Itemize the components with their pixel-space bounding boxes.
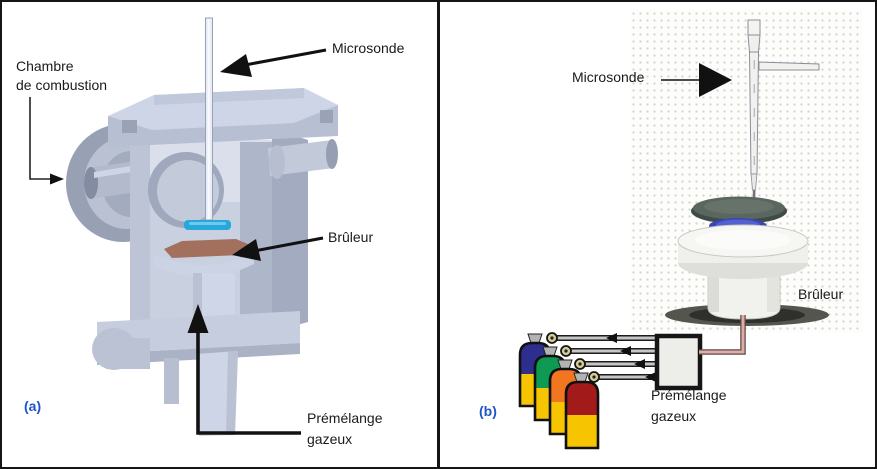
label-premix-b-line2: gazeux	[651, 408, 697, 424]
premix-box	[654, 333, 703, 391]
burner-pointer-line-a	[253, 236, 324, 253]
microprobe-arrowhead-b	[699, 63, 732, 97]
microprobe-pointer-line-a	[244, 48, 327, 67]
panel-tag-a: (a)	[24, 398, 42, 414]
label-premix-b-line1: Prémélange	[651, 387, 727, 403]
label-combustion-chamber-line2: de combustion	[16, 77, 108, 93]
label-premix-a-line1: Prémélange	[307, 410, 383, 426]
microprobe-a	[205, 17, 213, 221]
label-premix-b: Prémélange gazeux	[651, 385, 727, 427]
gas-supply-tubes	[554, 333, 659, 382]
label-burner-b: Brûleur	[798, 286, 844, 302]
burner-apparatus-illustration	[518, 19, 829, 450]
premix-tube	[699, 315, 746, 355]
combustion-chamber-illustration	[66, 17, 338, 436]
gas-cylinders	[518, 332, 600, 450]
label-combustion-chamber-line1: Chambre	[16, 58, 74, 74]
burner-arrowhead-a	[232, 239, 261, 261]
panel-divider	[437, 2, 440, 467]
annotation-arrows-a	[29, 48, 327, 435]
premix-arrowhead-a	[187, 304, 209, 333]
annotation-arrows-b	[661, 63, 732, 97]
burner-plate	[164, 239, 250, 258]
label-premix-a-line2: gazeux	[307, 431, 353, 447]
premix-pointer-line-a	[196, 330, 301, 435]
chamber-pointer-line	[29, 97, 51, 180]
stipple-background	[630, 10, 862, 332]
label-microprobe-a: Microsonde	[332, 40, 405, 56]
label-microprobe-b: Microsonde	[572, 69, 645, 85]
label-premix-a: Prémélange gazeux	[307, 408, 383, 450]
gas-cylinder-red	[564, 372, 600, 450]
flame-zone	[184, 220, 231, 230]
panel-tag-b: (b)	[479, 403, 497, 419]
chamber-arrowhead	[50, 173, 64, 185]
microprobe-b	[747, 19, 820, 212]
microprobe-arrowhead-a	[220, 54, 252, 77]
label-burner-a: Brûleur	[328, 229, 374, 245]
label-combustion-chamber: Chambre de combustion	[16, 57, 107, 95]
regulator-gauges	[546, 332, 600, 383]
